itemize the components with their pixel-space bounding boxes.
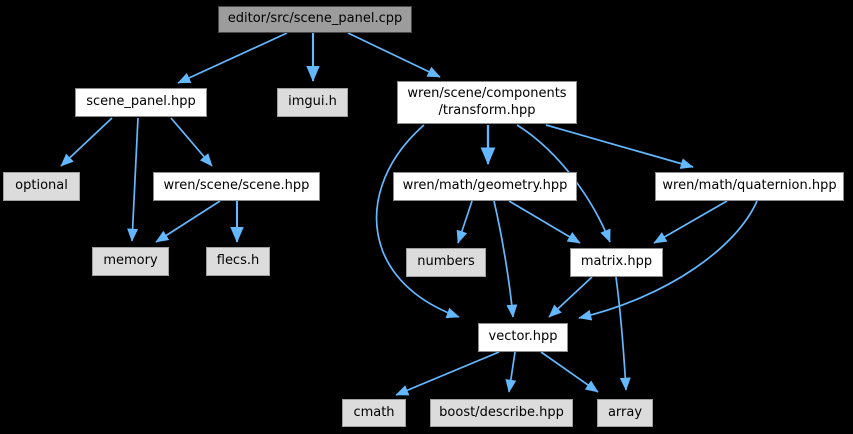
edge-quaternion-hpp-to-matrix-hpp [653, 200, 728, 244]
edge-transform-hpp-to-vector-hpp [375, 124, 460, 319]
node-memory: memory [92, 247, 169, 276]
edge-geometry-hpp-to-numbers [456, 200, 473, 244]
edge-scene-panel-hpp-to-scene-hpp [170, 117, 213, 167]
edge-quaternion-hpp-to-vector-hpp [578, 200, 758, 321]
node-numbers: numbers [406, 248, 486, 277]
node-vector-hpp[interactable]: vector.hpp [478, 323, 568, 352]
node-imgui-h: imgui.h [277, 88, 348, 117]
edge-transform-hpp-to-quaternion-hpp [545, 124, 694, 169]
edge-matrix-hpp-to-array [615, 276, 631, 391]
node-scene-panel-hpp[interactable]: scene_panel.hpp [75, 88, 207, 117]
node-flecs-h: flecs.h [206, 247, 270, 276]
node-editor-src-scene-panel-cpp: editor/src/scene_panel.cpp [218, 6, 412, 33]
edge-scene-panel-cpp-to-scene-panel-hpp [177, 32, 288, 84]
edge-matrix-hpp-to-vector-hpp [548, 276, 593, 318]
node-wren-scene-scene-hpp[interactable]: wren/scene/scene.hpp [153, 172, 320, 201]
edge-vector-hpp-to-cmath [395, 351, 500, 396]
node-wren-math-quaternion-hpp[interactable]: wren/math/quaternion.hpp [655, 172, 844, 201]
edge-scene-panel-hpp-to-optional [60, 117, 113, 167]
node-array: array [597, 399, 653, 427]
edge-geometry-hpp-to-vector-hpp [493, 200, 518, 318]
edge-scene-panel-hpp-to-memory [127, 117, 139, 242]
node-cmath: cmath [342, 399, 406, 427]
node-boost-describe-hpp: boost/describe.hpp [430, 399, 573, 427]
edge-scene-hpp-to-memory [155, 200, 221, 243]
edge-vector-hpp-to-boost-describe-hpp [505, 351, 517, 393]
node-matrix-hpp[interactable]: matrix.hpp [570, 248, 663, 277]
node-wren-math-geometry-hpp[interactable]: wren/math/geometry.hpp [393, 172, 577, 201]
edge-vector-hpp-to-array [540, 351, 599, 393]
edge-scene-panel-cpp-to-transform-hpp [347, 32, 441, 78]
edge-geometry-hpp-to-matrix-hpp [508, 200, 581, 244]
node-optional: optional [3, 172, 80, 201]
node-wren-scene-components-transform-hpp[interactable]: wren/scene/components /transform.hpp [397, 81, 577, 124]
